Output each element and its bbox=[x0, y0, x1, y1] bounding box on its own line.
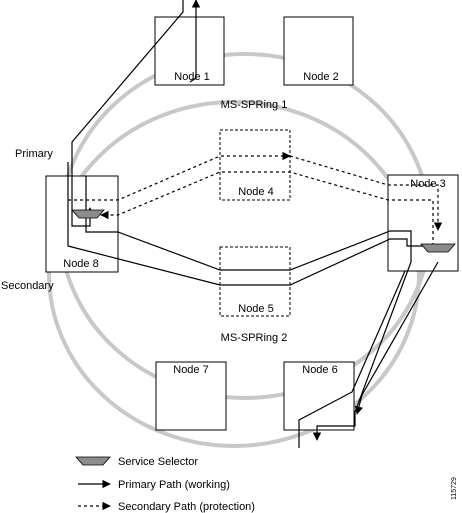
node-3-box bbox=[387, 174, 459, 272]
ring-ms-spring-2 bbox=[47, 100, 421, 448]
node-7-box bbox=[155, 361, 227, 431]
primary-path-up-to-top bbox=[189, 0, 201, 83]
node-boxes bbox=[45, 16, 459, 431]
service-selector-node3 bbox=[420, 243, 456, 253]
legend-service-selector-icon bbox=[75, 456, 111, 466]
primary-path-node3-down bbox=[354, 261, 439, 415]
primary-path-node1-upper bbox=[71, 0, 184, 227]
node-6-box bbox=[283, 361, 355, 431]
node-1-box bbox=[154, 16, 225, 86]
service-selector-node8 bbox=[71, 209, 105, 219]
node-8-label: Node 8 bbox=[63, 258, 98, 270]
node-3-label: Node 3 bbox=[410, 178, 445, 190]
node-5-box bbox=[219, 246, 291, 317]
legend-service-selector-label: Service Selector bbox=[118, 456, 198, 468]
primary-path-ring2-upper bbox=[85, 176, 412, 441]
node-labels: Node 1 Node 2 Node 3 Node 4 Node 5 Node … bbox=[63, 71, 445, 376]
node-4-box bbox=[219, 129, 291, 201]
legend-primary-label: Primary Path (working) bbox=[118, 479, 230, 491]
figure-number: 115729 bbox=[451, 477, 458, 500]
service-selectors bbox=[71, 209, 456, 466]
node-4-label: Node 4 bbox=[238, 186, 273, 198]
ring-2-label: MS-SPRing 2 bbox=[221, 332, 288, 344]
primary-side-label: Primary bbox=[15, 148, 53, 160]
node-2-label: Node 2 bbox=[303, 71, 338, 83]
ring-1-label: MS-SPRing 1 bbox=[221, 99, 288, 111]
node-6-label: Node 6 bbox=[302, 364, 337, 376]
secondary-path-to-node3 bbox=[289, 155, 443, 231]
node-2-box bbox=[283, 16, 354, 86]
node-5-label: Node 5 bbox=[238, 303, 273, 315]
secondary-path-to-node8 bbox=[100, 171, 434, 246]
node-7-label: Node 7 bbox=[173, 364, 208, 376]
secondary-path-from-node8 bbox=[68, 151, 291, 201]
primary-path-node6-exit bbox=[298, 270, 406, 448]
secondary-side-label: Secondary bbox=[1, 280, 54, 292]
primary-paths bbox=[67, 0, 439, 448]
node-1-label: Node 1 bbox=[174, 71, 209, 83]
ring-labels: MS-SPRing 1 MS-SPRing 2 bbox=[221, 99, 288, 344]
side-labels: Primary Secondary bbox=[1, 148, 54, 292]
secondary-paths bbox=[68, 151, 443, 246]
legend: Service Selector Primary Path (working) … bbox=[78, 456, 255, 513]
dashed-node-boxes bbox=[219, 129, 291, 317]
legend-secondary-label: Secondary Path (protection) bbox=[118, 501, 255, 513]
primary-path-node1-to-8 bbox=[67, 162, 438, 286]
